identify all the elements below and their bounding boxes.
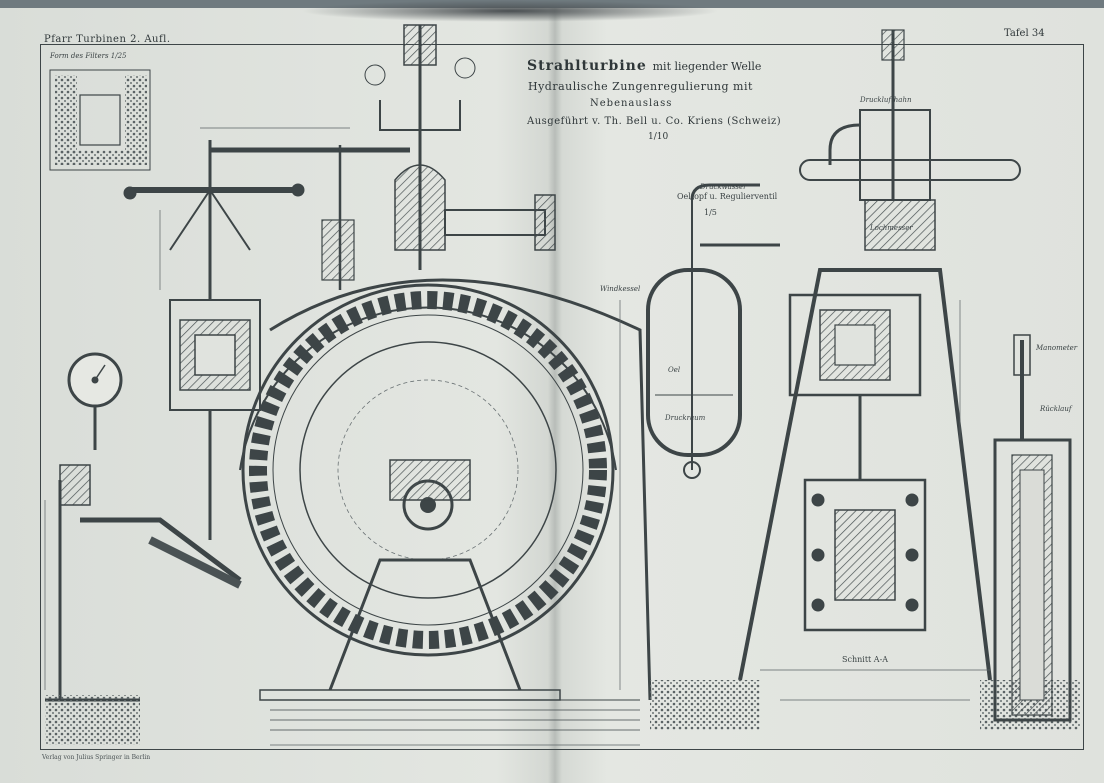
regulator-column <box>123 140 410 540</box>
label-schnitt: Schnitt A-A <box>842 655 889 664</box>
header-left: Pfarr Turbinen 2. Aufl. <box>44 34 171 45</box>
inset-filter <box>49 69 151 171</box>
inset-title: Form des Filters 1/25 <box>50 52 127 60</box>
label-windkessel: Windkessel <box>600 285 641 293</box>
regulating-valve <box>799 29 1021 251</box>
pelton-runner <box>239 283 617 657</box>
drawing-title: Strahlturbine mit liegender Welle <box>527 58 761 74</box>
control-valve <box>321 24 556 290</box>
title-sub3: Ausgeführt v. Th. Bell u. Co. Kriens (Sc… <box>527 116 782 127</box>
title-suffix: mit liegender Welle <box>652 60 762 73</box>
oil-accumulator <box>646 183 780 479</box>
header-right: Tafel 34 <box>1004 28 1045 39</box>
servo-frame <box>650 268 1080 730</box>
publisher-footer: Verlag von Julius Springer in Berlin <box>42 754 151 761</box>
label-druckwasser: Druckwasser <box>700 183 747 191</box>
label-druckraum: Druckraum <box>665 414 706 422</box>
nozzle-assembly <box>45 464 242 745</box>
label-ruecklauf: Rücklauf <box>1040 405 1072 413</box>
filter-column <box>993 334 1072 722</box>
label-oeltopf-scale: 1/5 <box>704 208 717 217</box>
title-sub1: Hydraulische Zungenregulierung mit <box>528 80 753 93</box>
label-oeltopf: Oeltopf u. Regulierventil <box>677 192 778 201</box>
title-main: Strahlturbine <box>527 58 647 74</box>
label-oel: Oel <box>668 366 681 374</box>
dimension-lines <box>44 127 990 746</box>
title-sub2: Nebenauslass <box>590 98 673 109</box>
title-scale: 1/10 <box>648 132 669 142</box>
manometer-gauge <box>67 352 123 450</box>
drawing-border <box>40 44 1084 750</box>
label-drucklufthahn: Drucklufthahn <box>860 96 912 104</box>
label-lochmesser: Lochmesser <box>870 224 913 232</box>
turbine-casing <box>259 278 652 731</box>
label-manometer: Manometer <box>1036 344 1078 352</box>
finger-shadow <box>300 0 720 22</box>
